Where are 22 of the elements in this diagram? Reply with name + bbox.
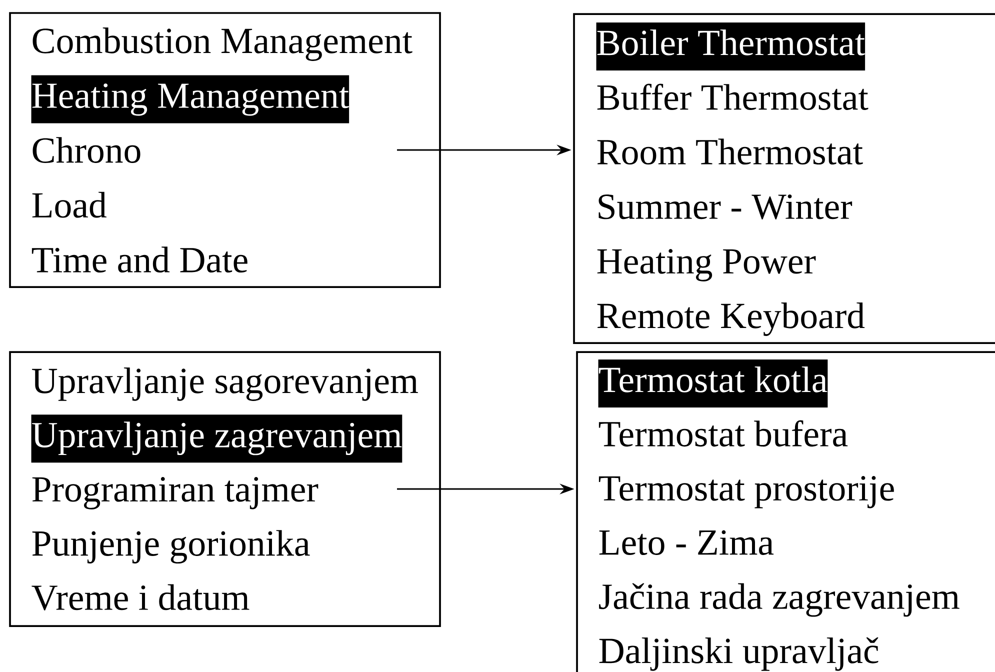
menu-item: Remote Keyboard [597,302,865,336]
menu-item: Load [32,192,106,218]
menu-item: Termostat bufera [598,420,848,447]
menu-item: Summer - Winter [598,194,852,220]
highlighted-item: Upravljanje zagrevanjem [31,414,402,463]
highlighted-item: Heating Management [31,75,350,124]
menu-item: Heating Power [597,249,816,282]
menu-item: Chrono [32,137,140,163]
highlighted-item: Termostat kotla [598,359,828,408]
menu-item: Termostat prostorije [598,476,894,508]
menu-item: Room Thermostat [597,138,863,165]
highlighted-item: Boiler Thermostat [596,22,866,70]
menu-item: Programiran tajmer [32,477,318,510]
menu-item: Daljinski upravljač [599,637,878,671]
menu-item: Combustion Management [32,27,412,61]
menu-item: Buffer Thermostat [597,84,868,110]
menu-item: Time and Date [32,246,248,273]
menu-item: Punjenje gorionika [32,530,310,564]
menu-item: Upravljanje sagorevanjem [32,367,418,401]
menu-item: Jačina rada zagrevanjem [599,583,960,617]
menu-item: Leto - Zima [599,530,774,555]
menu-item: Vreme i datum [32,584,250,610]
